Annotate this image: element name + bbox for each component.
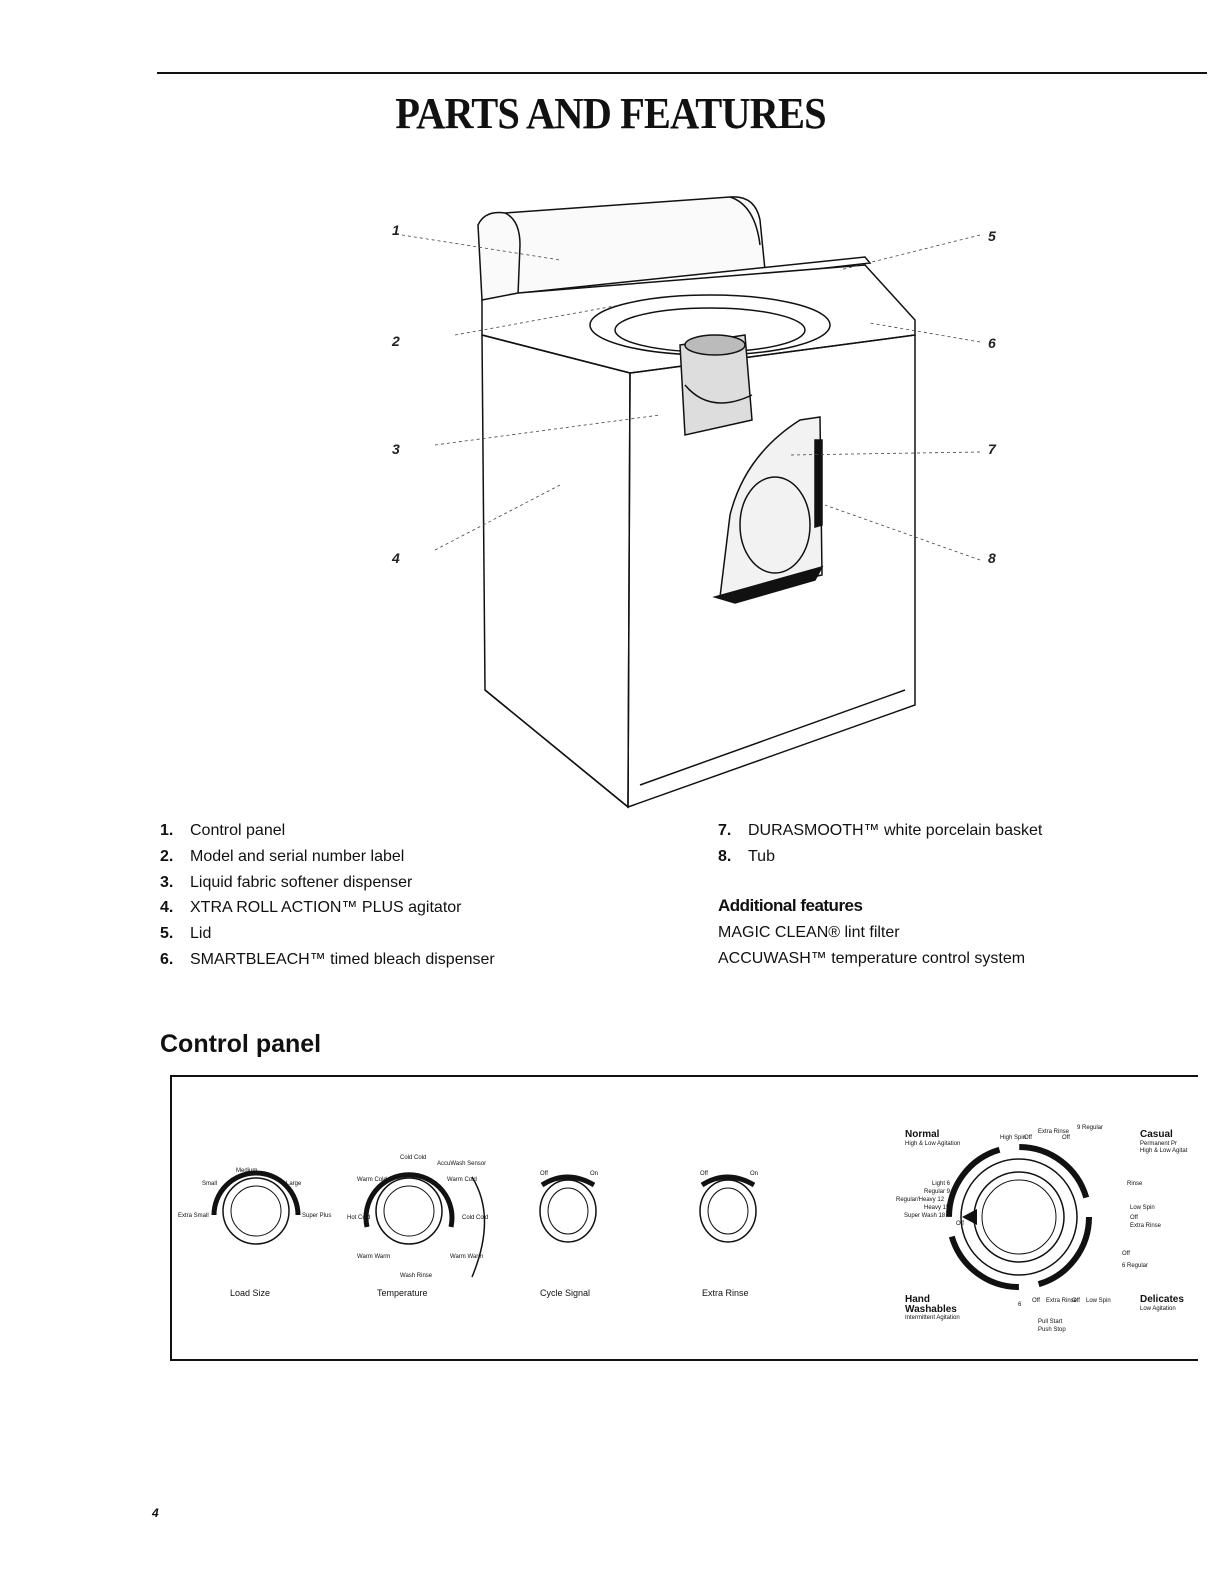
- list-item: 8.Tub: [718, 847, 775, 865]
- list-item: 7.DURASMOOTH™ white porcelain basket: [718, 822, 1043, 839]
- dial-top-3: Off: [1062, 1135, 1070, 1141]
- list-item: 5.Lid: [160, 925, 212, 943]
- load-size-label: Load Size: [230, 1288, 270, 1298]
- temp-sensor: AccuWash Sensor: [437, 1161, 486, 1167]
- cycle-normal-sub: High & Low Agitation: [905, 1141, 960, 1147]
- dial-bottom-1: Extra Rinse: [1046, 1298, 1078, 1304]
- list-item: 3.Liquid fabric softener dispenser: [160, 873, 413, 891]
- dial-bottom-6: 6: [1018, 1302, 1022, 1308]
- cycle-hand-sub: Intermittent Agitation: [905, 1315, 960, 1321]
- page-number: 4: [152, 1506, 159, 1520]
- temp-hot-cold: Hot Cold: [347, 1215, 370, 1221]
- cycle-signal-on: On: [590, 1171, 598, 1177]
- list-item: ACCUWASH™ temperature control system: [718, 949, 1026, 967]
- temperature-label: Temperature: [377, 1288, 428, 1298]
- cycle-casual: Casual: [1140, 1129, 1173, 1140]
- dial-top-0: High Spin: [1000, 1135, 1026, 1141]
- additional-features-list: MAGIC CLEAN® lint filter ACCUWASH™ tempe…: [718, 920, 1025, 972]
- dial-bottom-0: Off: [1032, 1298, 1040, 1304]
- callout-4: 4: [392, 550, 400, 566]
- dial-left-3: Heavy 15: [924, 1205, 950, 1211]
- dial-left-5: Off: [956, 1221, 964, 1227]
- callout-3: 3: [392, 441, 400, 457]
- list-item: 1.Control panel: [160, 822, 286, 839]
- dial-left-1: Regular 9: [924, 1189, 951, 1195]
- dial-top-2: Extra Rinse: [1038, 1129, 1070, 1135]
- extra-rinse-knob[interactable]: [699, 1174, 757, 1243]
- parts-list-left: 1.Control panel 2.Model and serial numbe…: [160, 818, 495, 973]
- load-size-extra-small: Extra Small: [178, 1213, 209, 1219]
- dial-right-2: Off: [1130, 1215, 1138, 1221]
- load-size-knob[interactable]: [211, 1170, 301, 1245]
- cycle-casual-sub2: High & Low Agitat: [1140, 1148, 1188, 1154]
- dial-bottom-3: Low Spin: [1086, 1298, 1111, 1304]
- extra-rinse-label: Extra Rinse: [702, 1288, 749, 1298]
- list-item: 4.XTRA ROLL ACTION™ PLUS agitator: [160, 899, 462, 917]
- callout-5: 5: [988, 228, 996, 244]
- cycle-normal: Normal: [905, 1129, 940, 1140]
- dial-left-4: Super Wash 18: [904, 1213, 946, 1219]
- additional-features-heading: Additional features: [718, 896, 863, 915]
- load-size-medium: Medium: [236, 1168, 257, 1174]
- dial-right-3: Extra Rinse: [1130, 1223, 1162, 1229]
- cycle-casual-sub: Permanent Pr: [1140, 1141, 1177, 1147]
- temp-warm-cold-2: Warm Cold: [447, 1177, 477, 1183]
- temp-warm-cold: Warm Cold: [357, 1177, 387, 1183]
- cycle-delicates: Delicates: [1140, 1294, 1184, 1305]
- temperature-knob[interactable]: [363, 1172, 486, 1278]
- cycle-signal-knob[interactable]: [539, 1174, 597, 1243]
- dial-right-0: Rinse: [1127, 1181, 1143, 1187]
- cycle-signal-off: Off: [540, 1171, 548, 1177]
- dial-right-1: Low Spin: [1130, 1205, 1155, 1211]
- dial-bottom-2: Off: [1072, 1298, 1080, 1304]
- callout-7: 7: [988, 441, 996, 457]
- cycle-hand-washables: Washables: [905, 1304, 957, 1315]
- dial-left-2: Regular/Heavy 12: [896, 1197, 945, 1203]
- list-item: 6.SMARTBLEACH™ timed bleach dispenser: [160, 950, 495, 968]
- dial-bottom-5: Push Stop: [1038, 1327, 1066, 1333]
- dial-top-1: Off: [1024, 1135, 1032, 1141]
- control-panel-heading: Control panel: [160, 1030, 322, 1058]
- temp-warm-warm: Warm Warm: [357, 1254, 390, 1260]
- callout-8: 8: [988, 550, 996, 566]
- load-size-small: Small: [202, 1181, 217, 1187]
- list-item: MAGIC CLEAN® lint filter: [718, 924, 900, 941]
- cycle-delicates-sub: Low Agitation: [1140, 1306, 1176, 1312]
- control-panel-svg: Medium Small Large Extra Small Super Plu…: [178, 1125, 1188, 1333]
- washer-illustration: [401, 196, 981, 809]
- extra-rinse-off: Off: [700, 1171, 708, 1177]
- temp-warm-warm-2: Warm Warm: [450, 1254, 483, 1260]
- control-panel-diagram: Medium Small Large Extra Small Super Plu…: [170, 1075, 1198, 1361]
- temp-cold-cold: Cold Cold: [400, 1155, 426, 1161]
- list-item: 2.Model and serial number label: [160, 847, 405, 865]
- dial-right-5: 6 Regular: [1122, 1263, 1148, 1269]
- cycle-hand: Hand: [905, 1294, 930, 1305]
- dial-left-0: Light 6: [932, 1181, 951, 1187]
- top-rule: [157, 72, 1207, 74]
- callout-2: 2: [392, 333, 400, 349]
- load-size-super-plus: Super Plus: [302, 1213, 331, 1219]
- parts-list-right: 7.DURASMOOTH™ white porcelain basket 8.T…: [718, 818, 1042, 870]
- callout-6: 6: [988, 335, 996, 351]
- temp-cold-cold-2: Cold Cold: [462, 1215, 488, 1221]
- load-size-large: Large: [286, 1181, 302, 1187]
- dial-bottom-4: Pull Start: [1038, 1319, 1063, 1325]
- dial-top-4: 9 Regular: [1077, 1125, 1103, 1131]
- callout-1: 1: [392, 222, 400, 238]
- cycle-signal-label: Cycle Signal: [540, 1288, 590, 1298]
- dial-right-4: Off: [1122, 1251, 1130, 1257]
- page-title: PARTS AND FEATURES: [395, 89, 826, 138]
- extra-rinse-on: On: [750, 1171, 758, 1177]
- cycle-dial[interactable]: [946, 1144, 1092, 1290]
- temp-wash-rinse: Wash Rinse: [400, 1273, 433, 1279]
